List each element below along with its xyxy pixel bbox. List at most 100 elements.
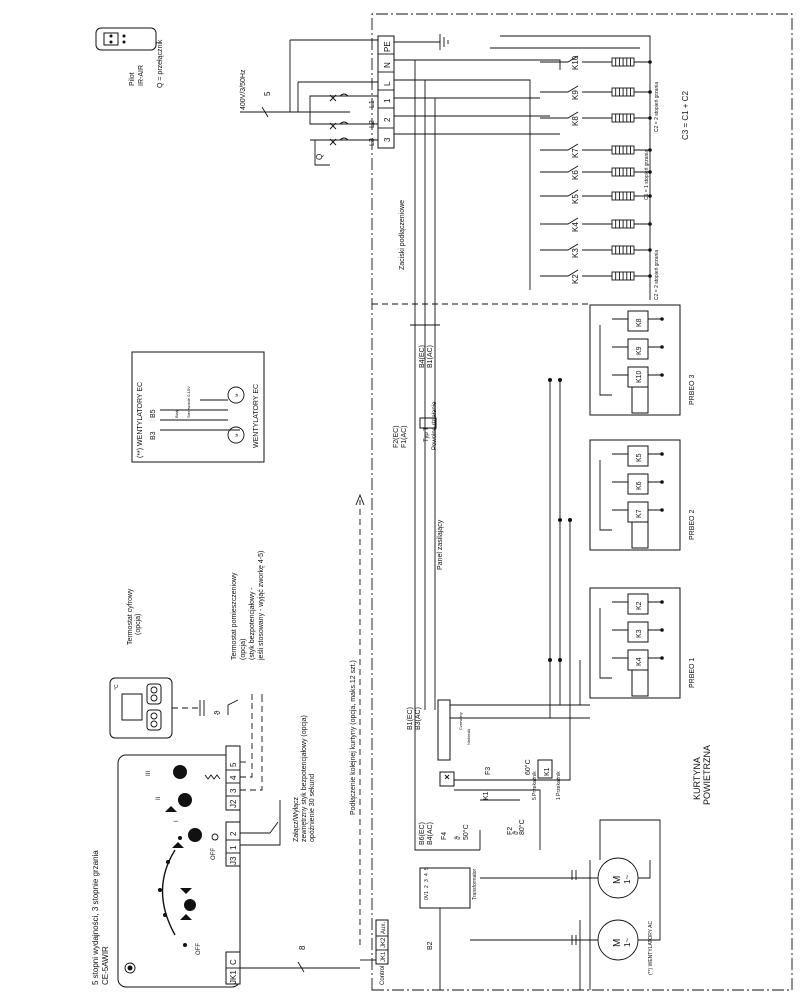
safety-prz1: 1 Przekaźnik — [556, 771, 562, 800]
prbeo-relay-k7 — [627, 501, 649, 523]
control-terminal: Control JK1 JK2 Aux. — [360, 919, 389, 985]
prbeo-relay-k2 — [627, 593, 649, 615]
transformer-tap-4: 4 — [424, 873, 430, 876]
term-s1: 1 — [383, 98, 392, 103]
motor-2-m: M — [612, 876, 623, 884]
fan-ec-1-symbol: M — [234, 394, 239, 397]
term-c: C — [229, 959, 238, 965]
prbeo-relay-k3 — [627, 621, 649, 643]
fan-icon — [211, 833, 219, 841]
b6-section: B6(EC) B4(AC) F4 ϑ 50°C — [414, 710, 481, 851]
b2-label: B2 — [427, 941, 434, 950]
fans-ac: M 1~ M 1~ (**) WENTYLATORY AC — [470, 819, 661, 990]
thermostat-digital-note: (opcja) — [135, 614, 142, 635]
transformer-tap-2: 2 — [424, 885, 430, 888]
fuse-f2ec: F2(EC) — [393, 425, 400, 448]
control-jk2: JK2 — [381, 937, 387, 948]
curtain-l2: POWIETRZNA — [702, 745, 712, 805]
room-therm-theta: ϑ — [213, 710, 222, 715]
prbeo-relay-label-k5: K5 — [636, 453, 643, 462]
b1-l2: B3(AC) — [415, 707, 422, 730]
prbeo-label-3: PRBEO 3 — [689, 375, 696, 405]
safety-k1b: K1 — [544, 767, 551, 776]
b6-l1: B6(EC) — [419, 822, 426, 845]
curtain-l1: KURTYNA — [692, 757, 702, 800]
prbeo-relay-label-k4: K4 — [636, 657, 643, 666]
b4-l1: B4(EC) — [419, 345, 426, 368]
fans-ec-wire2: Sterowanie 0-10V — [186, 386, 191, 418]
b1-czerwony: Czerwony — [458, 712, 463, 730]
supply-bus: B4(EC) B1(AC) — [394, 35, 651, 368]
prbeo-relay-label-k7: K7 — [636, 509, 643, 518]
line-l3: L3 — [369, 138, 376, 146]
prbeo-relay-label-k8: K8 — [636, 318, 643, 327]
supply-voltage: 400V/3/50Hz — [240, 69, 247, 110]
prbeo-relay-k5 — [627, 445, 649, 467]
stage-c1: C1 = 1 stopień grzania — [644, 150, 650, 200]
term-j3: J3 — [229, 856, 238, 865]
f4-temp: 50°C — [462, 824, 470, 840]
controller-title: 5 stopni wydajności, 3 stopnie grzania — [91, 850, 100, 985]
heat-level-1: I — [174, 820, 180, 822]
control-jk1: JK1 — [381, 951, 387, 962]
fan-ec-2-symbol: M — [234, 434, 239, 437]
ground-icon — [439, 34, 449, 50]
prbeo-relay-k4 — [627, 649, 649, 671]
fans-ec-title: (**) WENTYLATORY EC — [137, 382, 144, 458]
prbeo-relay-k6 — [627, 473, 649, 495]
fans-ec-box: (**) WENTYLATORY EC WENTYLATORY EC B3 B5… — [131, 351, 265, 463]
safety-f3: F3 — [485, 767, 492, 775]
term-n: N — [383, 62, 392, 68]
switch-l3: opóźnienie 30 sekund — [309, 774, 316, 842]
safety-f2-theta: ϑ — [513, 831, 520, 835]
safety-k1a: K1 — [483, 791, 490, 800]
power-panel-label: Panel zasilający — [437, 519, 444, 570]
controller-model: CE-5AWIR — [101, 946, 110, 985]
relay-label-k4: K4 — [571, 222, 580, 232]
thermostat-digital: Termostat cyfrowy (opcja) °C — [109, 588, 205, 739]
safety-f2: F2 — [507, 827, 514, 835]
power-supply: 400V/3/50Hz 5 Q L1 L2 L3 PE N L 1 2 3 Za… — [240, 34, 449, 270]
room-therm-l1: Termostat pomieszczeniowy — [231, 572, 238, 660]
control-label: Control — [380, 966, 386, 985]
fans-ec-footer: WENTYLATORY EC — [253, 384, 260, 448]
term-pe: PE — [383, 41, 392, 52]
pilot-line1: Pilot — [129, 72, 136, 86]
pilot-line2: IR-AIR — [138, 65, 145, 86]
b6-l2: B4(AC) — [427, 822, 434, 845]
term-l: L — [383, 81, 392, 86]
next-curtain-link: Podłączenie kolejnej kurtyny (opcja, mak… — [350, 493, 365, 945]
b1-connection: B1(EC) B3(AC) Czerwony Niebieski — [407, 699, 590, 761]
f4-label: F4 — [441, 832, 448, 840]
control-aux: Aux. — [381, 922, 387, 934]
relay-label-k9: K9 — [571, 90, 580, 100]
q-definition: Q = przełącznik — [157, 39, 164, 88]
term-jk1: JK1 — [229, 970, 238, 984]
fan-ec-1-icon — [227, 386, 245, 404]
relay-label-k10: K10 — [571, 55, 580, 70]
term-s2: 2 — [383, 117, 392, 122]
motor-2-phase: 1~ — [623, 875, 632, 884]
b4-l2: B1(AC) — [427, 345, 434, 368]
relay-label-k7: K7 — [571, 148, 580, 158]
power-panel: Panel zasilający F2(EC) F1(AC) Typ T Pow… — [393, 325, 444, 710]
transformer-tap-1: 1 — [424, 891, 430, 894]
prbeo-relay-k8 — [627, 310, 649, 332]
fans-ec-b3: B3 — [150, 431, 157, 440]
prbeo-relay-label-k2: K2 — [636, 601, 643, 610]
switch-l2: zewnętrzny styk bezpotencjałowy (opcja) — [301, 715, 308, 842]
heat-off-label: OFF — [211, 848, 217, 860]
prbeo-relay-label-k9: K9 — [636, 346, 643, 355]
stage-labels: C2 = 2 stopień grzania C1 = 1 stopień gr… — [644, 82, 690, 300]
fans-ec-wire1: Biały — [174, 409, 179, 418]
fan-ec-2-icon — [227, 426, 245, 444]
line-l1: L1 — [369, 100, 376, 108]
prbeo-relay-label-k3: K3 — [636, 629, 643, 638]
line-l2: L2 — [369, 120, 376, 128]
room-therm-l4: jeśli stosowany - wyjąć zworkę 4-5) — [258, 551, 265, 661]
heater-icon — [204, 774, 221, 780]
term-4: 4 — [229, 775, 238, 780]
motor-1-phase: 1~ — [623, 938, 632, 947]
